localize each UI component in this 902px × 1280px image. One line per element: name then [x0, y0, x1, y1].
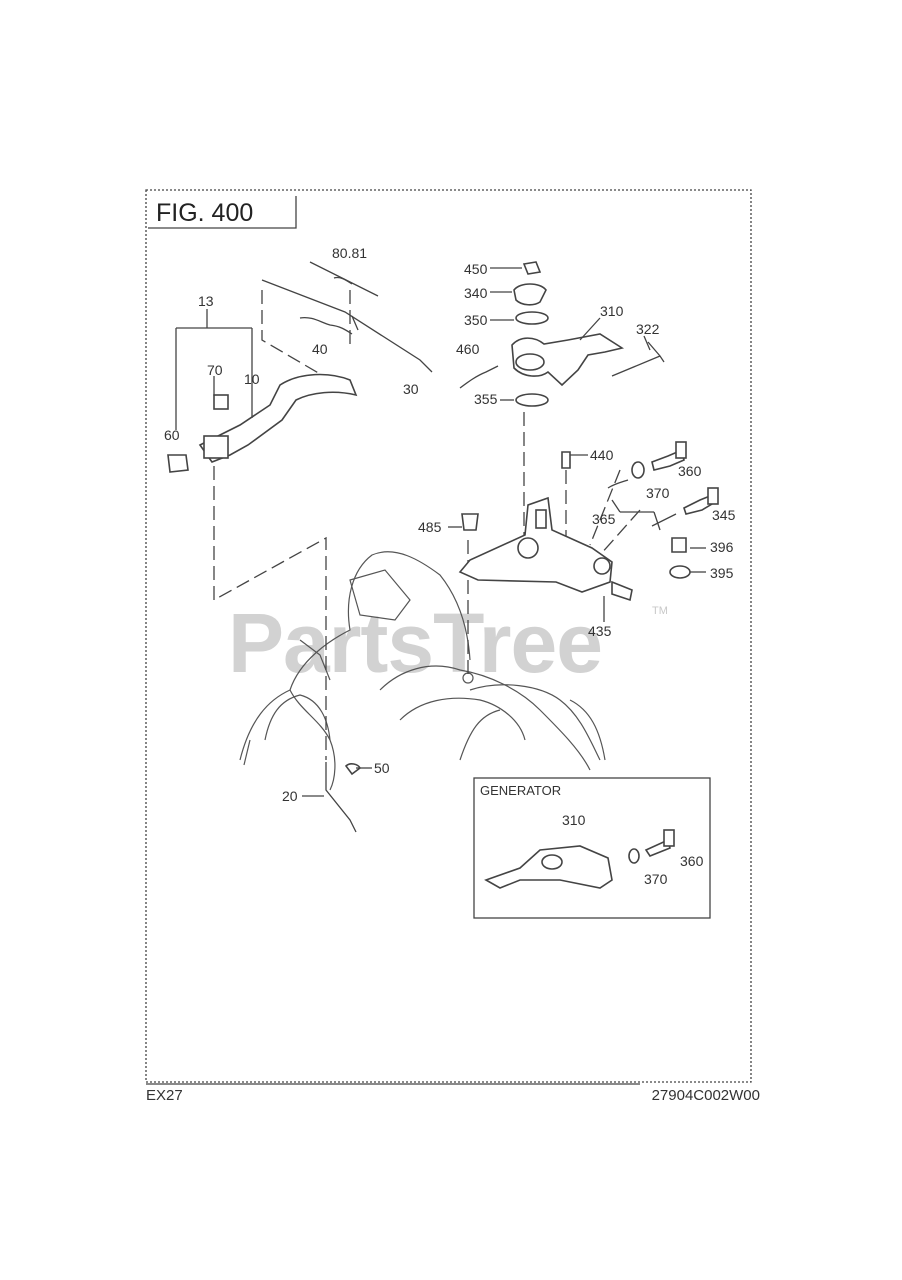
callout-gen-370: 370 — [644, 871, 668, 887]
inset-title: GENERATOR — [480, 783, 561, 798]
callout-gen-360: 360 — [680, 853, 704, 869]
callout-gen-310: 310 — [562, 812, 586, 828]
callout-355: 355 — [474, 391, 498, 407]
callout-440: 440 — [590, 447, 614, 463]
figure-title: FIG. 400 — [156, 199, 253, 227]
callout-345: 345 — [712, 507, 736, 523]
engine-outline — [239, 551, 606, 791]
callout-322: 322 — [636, 321, 660, 337]
callout-310: 310 — [600, 303, 624, 319]
callouts: 80.81 13 70 10 60 40 30 450 340 350 310 … — [164, 245, 736, 887]
governor-plate — [458, 496, 633, 602]
callout-485: 485 — [418, 519, 442, 535]
throttle-rod — [261, 261, 433, 373]
callout-60: 60 — [164, 427, 180, 443]
speed-lever — [511, 333, 665, 387]
callout-20: 20 — [282, 788, 298, 804]
small-parts — [459, 261, 719, 579]
footer-code: 27904C002W00 — [652, 1087, 760, 1104]
watermark-text: PartsTree — [228, 596, 602, 690]
callout-360: 360 — [678, 463, 702, 479]
callout-340: 340 — [464, 285, 488, 301]
callout-365: 365 — [592, 511, 616, 527]
callout-450: 450 — [464, 261, 488, 277]
callout-10: 10 — [244, 371, 260, 387]
governor-lever — [167, 373, 358, 473]
watermark: PartsTree TM — [228, 596, 668, 690]
callout-396: 396 — [710, 539, 734, 555]
footer-model: EX27 — [146, 1087, 183, 1104]
callout-80-81: 80.81 — [332, 245, 367, 261]
leader-lines — [175, 267, 706, 797]
figure-title-box: FIG. 400 — [148, 196, 297, 229]
callout-40: 40 — [312, 341, 328, 357]
callout-13: 13 — [198, 293, 214, 309]
watermark-tm: TM — [652, 605, 668, 617]
generator-inset: GENERATOR — [473, 777, 711, 919]
callout-30: 30 — [403, 381, 419, 397]
callout-350: 350 — [464, 312, 488, 328]
figure-frame — [145, 189, 752, 1083]
callout-370: 370 — [646, 485, 670, 501]
callout-435: 435 — [588, 623, 612, 639]
callout-70: 70 — [207, 362, 223, 378]
callout-50: 50 — [374, 760, 390, 776]
callout-395: 395 — [710, 565, 734, 581]
rod-20 — [325, 762, 362, 833]
callout-460: 460 — [456, 341, 480, 357]
